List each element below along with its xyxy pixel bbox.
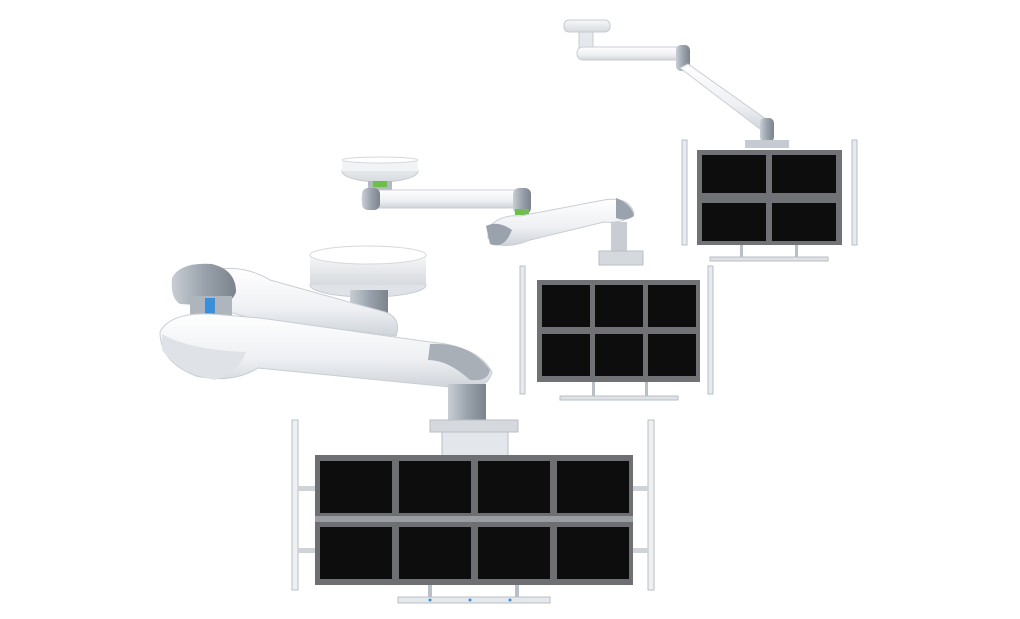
- bottom-bar: [559, 395, 679, 401]
- monitor-screen: [320, 461, 392, 513]
- monitor-screen: [772, 203, 836, 241]
- joint: [616, 198, 634, 220]
- side-rail: [291, 419, 299, 591]
- monitor-screen: [595, 334, 643, 376]
- monitor-screen: [320, 527, 392, 579]
- bottom-bar: [709, 256, 829, 262]
- monitor-screen: [557, 527, 629, 579]
- ceiling-cap: [563, 19, 611, 33]
- accent-ring-blue: [205, 298, 215, 314]
- large-mount: [159, 245, 655, 604]
- side-rail: [519, 265, 526, 395]
- side-rail: [647, 419, 655, 591]
- arm-segment: [361, 189, 531, 209]
- joint: [486, 223, 512, 246]
- joint: [513, 188, 531, 214]
- bottom-bar: [397, 596, 551, 604]
- side-rail: [707, 265, 714, 395]
- monitor-screen: [702, 155, 766, 193]
- monitor-screen: [478, 461, 550, 513]
- monitor-screen: [648, 285, 696, 327]
- accent-ring-green: [373, 181, 387, 187]
- monitor-screen: [399, 527, 471, 579]
- monitor-screen: [772, 155, 836, 193]
- monitor-screen: [702, 203, 766, 241]
- joint: [362, 188, 380, 210]
- arm-segment: [679, 63, 771, 133]
- monitor-screen: [557, 461, 629, 513]
- joint: [760, 118, 774, 142]
- monitor-screen: [542, 285, 590, 327]
- accent-ring-green: [515, 209, 529, 215]
- side-rail: [851, 139, 858, 246]
- monitor-screen: [399, 461, 471, 513]
- medium-mount: [341, 156, 714, 401]
- monitor-screen: [595, 285, 643, 327]
- monitor-screen: [542, 334, 590, 376]
- monitor-screen: [648, 334, 696, 376]
- joint: [171, 263, 236, 306]
- joint: [428, 343, 490, 381]
- arm-segment: [576, 46, 686, 61]
- side-rail: [681, 139, 688, 246]
- arm-segment: [487, 198, 635, 246]
- small-mount: [563, 19, 858, 262]
- monitor-screen: [478, 527, 550, 579]
